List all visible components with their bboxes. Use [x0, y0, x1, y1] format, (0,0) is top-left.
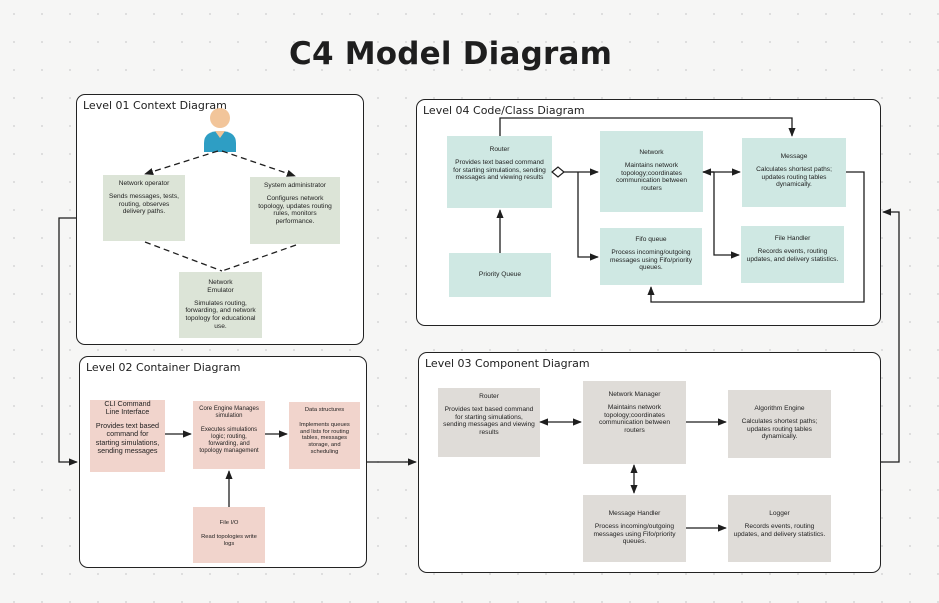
l4-router-box: Router Provides text based command for s…	[447, 136, 552, 208]
algorithm-engine-desc: Calculates shortest paths; updates routi…	[741, 417, 818, 441]
priority-queue-box: Priority Queue	[449, 253, 551, 297]
level2-title: Level 02 Container Diagram	[86, 361, 241, 374]
data-structures-box: Data structures Implements queues and li…	[289, 402, 360, 469]
l4-message-desc: Calculates shortest paths; updates routi…	[756, 165, 832, 189]
file-io-desc: Read topologies write logs	[201, 533, 257, 547]
level4-title: Level 04 Code/Class Diagram	[423, 104, 585, 117]
data-structures-desc: Implements queues and lists for routing …	[299, 421, 350, 456]
network-emulator-desc: Simulates routing, forwarding, and netwo…	[185, 299, 256, 330]
level1-to-level2-link	[58, 217, 78, 466]
cli-desc: Provides text based command for starting…	[95, 420, 160, 456]
l4-message-box: Message Calculates shortest paths; updat…	[742, 138, 846, 207]
network-emulator-name: Network Emulator	[207, 279, 234, 294]
priority-queue-name: Priority Queue	[478, 271, 522, 279]
level1-title: Level 01 Context Diagram	[83, 99, 227, 112]
l4-router-desc: Provides text based command for starting…	[453, 158, 546, 182]
system-admin-name: System administrator	[264, 182, 326, 189]
level3-title: Level 03 Component Diagram	[425, 357, 590, 370]
logger-name: Logger	[769, 510, 790, 517]
system-admin-box: System administrator Configures network …	[250, 177, 340, 244]
l4-network-desc: Maintains network topology;coordinates c…	[615, 161, 688, 193]
file-handler-desc: Records events, routing updates, and del…	[746, 247, 839, 263]
user-avatar-icon	[204, 108, 236, 152]
file-io-box: File I/O Read topologies write logs	[193, 507, 265, 563]
cli-name: CLI Command Line Interface	[104, 400, 151, 417]
l3-router-box: Router Provides text based command for s…	[438, 388, 540, 457]
file-handler-name: File Handler	[774, 235, 811, 242]
l3-router-desc: Provides text based command for starting…	[443, 405, 535, 437]
l3-router-name: Router	[479, 393, 499, 400]
network-emulator-box: Network Emulator Simulates routing, forw…	[179, 272, 262, 338]
message-handler-desc: Process incoming/outgoing messages using…	[593, 522, 676, 546]
network-operator-desc: Sends messages, tests, routing, observes…	[108, 192, 179, 216]
logger-desc: Records events, routing updates, and del…	[733, 522, 826, 538]
logger-box: Logger Records events, routing updates, …	[728, 495, 831, 562]
algorithm-engine-name: Algorithm Engine	[754, 405, 805, 412]
fifo-queue-name: Fifo queue	[635, 236, 667, 243]
file-handler-box: File Handler Records events, routing upd…	[741, 226, 844, 283]
core-engine-desc: Executes simulations logic; routing, for…	[199, 427, 259, 455]
fifo-queue-box: Fifo queue Process incoming/outgoing mes…	[600, 228, 702, 285]
l4-network-box: Network Maintains network topology;coord…	[600, 131, 703, 212]
network-operator-name: Network operator	[118, 180, 170, 187]
core-engine-name: Core Engine Manages simulation	[199, 406, 259, 420]
cli-box: CLI Command Line Interface Provides text…	[90, 400, 165, 472]
algorithm-engine-box: Algorithm Engine Calculates shortest pat…	[728, 390, 831, 458]
core-engine-box: Core Engine Manages simulation Executes …	[193, 401, 265, 469]
network-manager-desc: Maintains network topology;coordinates c…	[598, 403, 671, 435]
network-manager-name: Network Manager	[608, 391, 661, 398]
level3-to-level4-link	[881, 208, 900, 463]
system-admin-desc: Configures network topology, updates rou…	[258, 194, 332, 226]
file-io-name: File I/O	[219, 520, 239, 526]
network-operator-box: Network operator Sends messages, tests, …	[103, 175, 185, 241]
message-handler-box: Message Handler Process incoming/outgoin…	[583, 495, 686, 562]
message-handler-name: Message Handler	[608, 510, 661, 517]
l4-network-name: Network	[639, 149, 664, 156]
network-manager-box: Network Manager Maintains network topolo…	[583, 381, 686, 464]
l4-message-name: Message	[780, 153, 808, 160]
diagram-title: C4 Model Diagram	[289, 36, 613, 72]
l4-router-name: Router	[489, 146, 510, 153]
data-structures-name: Data structures	[304, 407, 345, 413]
fifo-queue-desc: Process incoming/outgoing messages using…	[609, 248, 693, 272]
